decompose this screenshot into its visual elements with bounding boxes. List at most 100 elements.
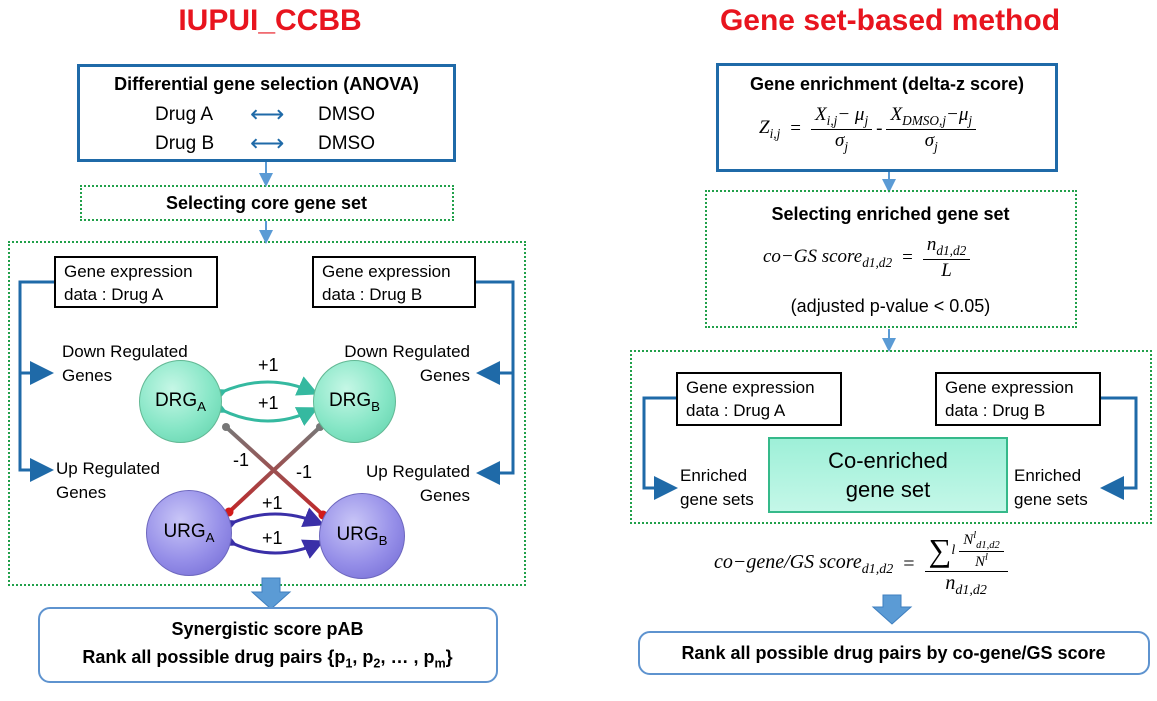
lhs-text: co−GS score bbox=[763, 245, 863, 267]
down-arrow-icon bbox=[871, 594, 913, 625]
node-base: DRG bbox=[328, 389, 372, 411]
gene-expression-drug-a-box: Gene expression data : Drug A bbox=[676, 372, 842, 426]
sigma: σ bbox=[924, 129, 935, 151]
double-arrow-icon bbox=[204, 376, 319, 408]
box-line1: Gene expression bbox=[64, 262, 193, 281]
right-title: Gene set-based method bbox=[719, 4, 1061, 37]
inner-numerator: Nld1,d2 bbox=[959, 530, 1004, 552]
rank-sep: , … , p bbox=[380, 647, 435, 667]
rank-prefix: Rank all possible drug pairs {p bbox=[82, 647, 346, 667]
fraction: nd1,d2 L bbox=[922, 234, 971, 282]
node-label: URGB bbox=[336, 524, 387, 548]
rank-sub: 1 bbox=[345, 656, 353, 671]
enriched-gene-set-title: Selecting enriched gene set bbox=[771, 204, 1010, 224]
inner-denominator: Nl bbox=[971, 552, 992, 571]
box-line2: data : Drug B bbox=[322, 285, 423, 304]
inner-fraction: Nld1,d2 Nl bbox=[959, 530, 1004, 571]
elbow-arrow-icon bbox=[18, 373, 54, 482]
node-base: URG bbox=[336, 524, 379, 546]
node-label: DRGB bbox=[329, 390, 380, 414]
rank-suffix: } bbox=[445, 647, 453, 667]
node-sub: A bbox=[197, 398, 207, 414]
elbow-arrow-icon bbox=[642, 396, 678, 500]
minus-one-label: -1 bbox=[296, 462, 313, 482]
down-regulated-left-label: Down Regulated Genes bbox=[62, 340, 188, 388]
label-line1: Enriched bbox=[1014, 466, 1082, 485]
box-line1: Gene expression bbox=[945, 378, 1074, 397]
x: X bbox=[890, 104, 903, 125]
label-line1: Up Regulated bbox=[366, 462, 470, 481]
node-base: DRG bbox=[154, 389, 198, 411]
rank-sub: 2 bbox=[373, 656, 381, 671]
dmso-label-1: DMSO bbox=[318, 104, 375, 125]
lhs-sub: d1,d2 bbox=[861, 562, 894, 577]
fraction-1: Xi,j− μj σj bbox=[811, 104, 873, 155]
double-arrow-icon bbox=[213, 527, 325, 559]
lhs: co−gene/GS scored1,d2 bbox=[714, 551, 893, 578]
fraction-2: XDMSO,j−μj σj bbox=[886, 104, 977, 155]
fraction: ∑l Nld1,d2 Nl nd1,d2 bbox=[924, 530, 1008, 599]
n-upper: N bbox=[963, 532, 974, 548]
formula-z: Zi,j bbox=[759, 117, 780, 142]
numerator: nd1,d2 bbox=[922, 234, 971, 260]
box-line2: data : Drug B bbox=[945, 401, 1046, 420]
mu-sub: j bbox=[968, 112, 973, 128]
label-line2: Genes bbox=[62, 366, 113, 385]
synergistic-score-box: Synergistic score pAB Rank all possible … bbox=[38, 607, 498, 683]
box-line2: data : Drug A bbox=[64, 285, 164, 304]
node-base: URG bbox=[163, 521, 206, 543]
numerator: XDMSO,j−μj bbox=[886, 104, 977, 130]
node-label: DRGA bbox=[155, 390, 206, 414]
n-sub: d1,d2 bbox=[955, 583, 987, 598]
node-sub: B bbox=[378, 532, 388, 548]
box-line1: Gene expression bbox=[686, 378, 815, 397]
n: n bbox=[926, 234, 937, 255]
n-sub: d1,d2 bbox=[976, 540, 1000, 551]
sum-symbol: ∑ bbox=[928, 532, 952, 568]
up-regulated-right-label: Up Regulated Genes bbox=[342, 460, 470, 508]
label-line1: Down Regulated bbox=[344, 342, 470, 361]
double-arrow-icon bbox=[203, 394, 319, 427]
down-arrow-icon bbox=[250, 577, 292, 610]
sum-sub: l bbox=[951, 542, 956, 558]
right-diagram-box bbox=[630, 350, 1152, 524]
minus-one-label: -1 bbox=[233, 450, 250, 470]
differential-gene-selection-title: Differential gene selection (ANOVA) bbox=[114, 74, 419, 94]
elbow-arrow-icon bbox=[476, 280, 515, 385]
co-enriched-gene-set-box: Co-enriched gene set bbox=[768, 437, 1008, 513]
z-sub: i,j bbox=[769, 125, 781, 141]
rank-sep: , p bbox=[352, 647, 374, 667]
minus-sign: - bbox=[876, 118, 883, 140]
node-label: URGA bbox=[163, 521, 214, 545]
gene-expression-drug-b-box: Gene expression data : Drug B bbox=[312, 256, 476, 308]
x-sub: DMSO,j bbox=[902, 112, 947, 128]
co-gene-gs-score-formula: co−gene/GS scored1,d2 = ∑l Nld1,d2 Nl nd… bbox=[714, 530, 1008, 599]
minus-mu: − μ bbox=[837, 104, 865, 125]
drg-a-node: DRGA bbox=[139, 360, 222, 443]
n-sub: d1,d2 bbox=[936, 242, 967, 258]
label-line1: Co-enriched bbox=[828, 448, 948, 473]
core-gene-set-title: Selecting core gene set bbox=[165, 193, 368, 213]
dmso-label-2: DMSO bbox=[318, 133, 375, 154]
enriched-gene-sets-right-label: Enriched gene sets bbox=[1014, 464, 1088, 512]
sigma-sub: j bbox=[934, 138, 938, 154]
gene-enrichment-box: Gene enrichment (delta-z score) Zi,j = X… bbox=[716, 63, 1058, 172]
left-title: IUPUI_CCBB bbox=[178, 4, 362, 37]
negative-link-line bbox=[227, 425, 322, 514]
label-line2: gene set bbox=[845, 477, 931, 502]
n-upper: N bbox=[975, 554, 986, 570]
x: X bbox=[815, 104, 827, 125]
label-line2: gene sets bbox=[680, 490, 754, 509]
equals-sign: = bbox=[903, 553, 915, 575]
denominator: L bbox=[941, 259, 952, 281]
lhs-text: co−gene/GS score bbox=[714, 551, 862, 573]
urg-a-node: URGA bbox=[146, 490, 232, 576]
double-arrow-icon: ⟷ bbox=[250, 101, 285, 128]
drug-a-label: Drug A bbox=[155, 104, 214, 125]
elbow-arrow-icon bbox=[18, 280, 54, 385]
double-arrow-icon: ⟷ bbox=[250, 130, 285, 157]
z: Z bbox=[759, 116, 770, 138]
label-line1: Up Regulated bbox=[56, 459, 160, 478]
rank-by-score-box: Rank all possible drug pairs by co-gene/… bbox=[638, 631, 1150, 675]
